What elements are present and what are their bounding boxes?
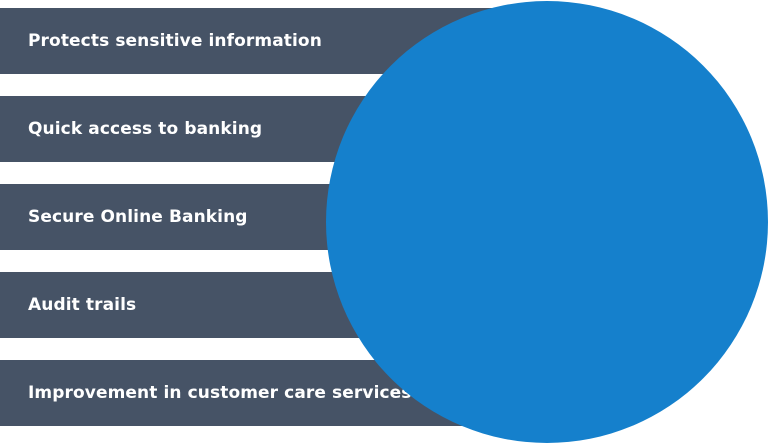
benefit-label: Secure Online Banking (28, 207, 248, 227)
benefit-label: Quick access to banking (28, 119, 263, 139)
benefit-label: Improvement in customer care services (28, 383, 412, 403)
blue-circle (326, 1, 768, 443)
benefit-label: Audit trails (28, 295, 137, 315)
benefit-label: Protects sensitive information (28, 31, 322, 51)
